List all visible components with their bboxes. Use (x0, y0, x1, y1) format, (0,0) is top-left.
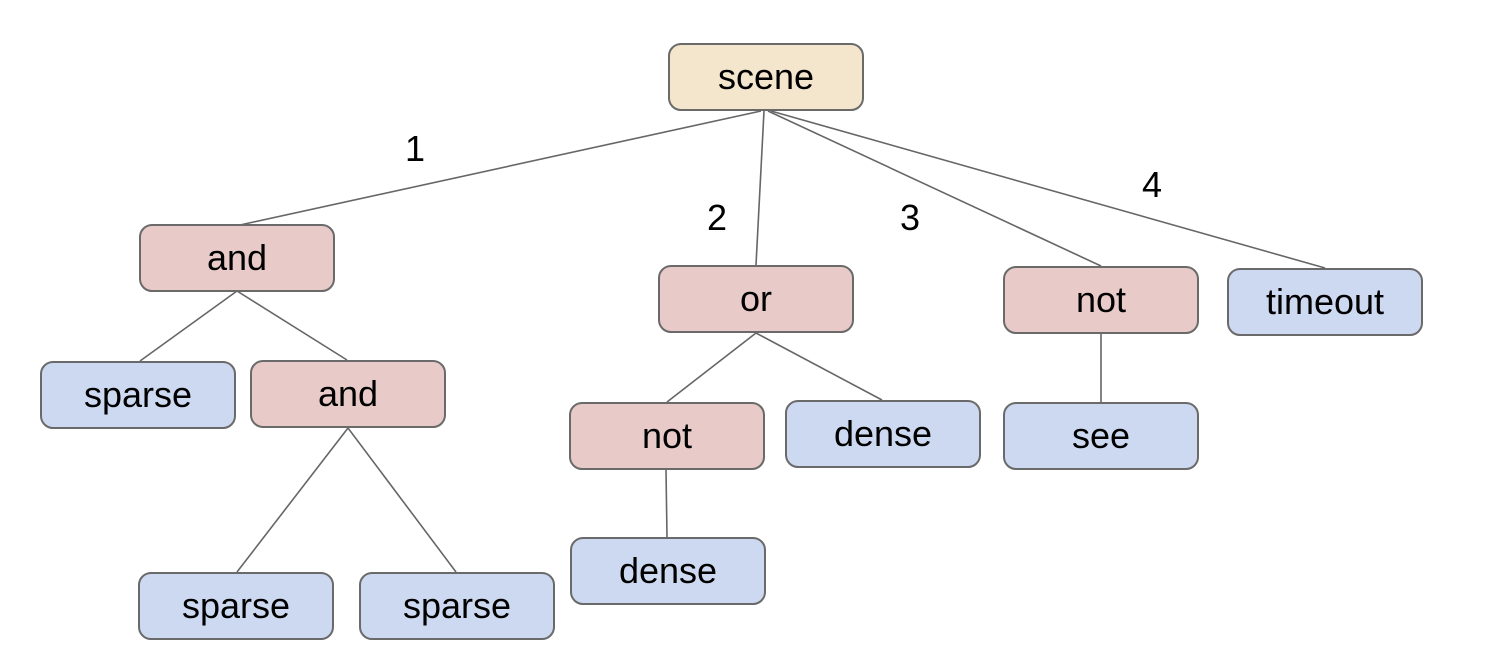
node-timeout-1: timeout (1227, 268, 1423, 336)
edge-and-2-to-sparse-2 (236, 427, 349, 573)
edge-label-2: 2 (707, 197, 727, 238)
edge-and-1-to-and-2 (236, 290, 348, 361)
node-not-2: not (569, 402, 765, 470)
edge-scene-to-or-1 (755, 110, 765, 266)
edge-and-2-to-sparse-3 (347, 427, 457, 573)
node-and-1: and (139, 224, 335, 292)
edge-or-1-to-not-2 (666, 332, 757, 403)
edge-scene-to-timeout-1 (770, 110, 1326, 269)
node-sparse-1: sparse (40, 361, 236, 429)
edge-or-1-to-dense-1 (755, 332, 883, 401)
edge-and-1-to-sparse-1 (139, 290, 238, 362)
node-see-1: see (1003, 402, 1199, 470)
node-sparse-2: sparse (138, 572, 334, 640)
node-and-2: and (250, 360, 446, 428)
edge-scene-to-and-1 (239, 110, 762, 226)
edge-scene-to-not-1 (767, 110, 1102, 267)
node-scene: scene (668, 43, 864, 111)
edge-label-3: 3 (900, 197, 920, 238)
edge-label-4: 4 (1142, 164, 1162, 205)
edge-not-2-to-dense-2 (665, 469, 668, 538)
edge-label-1: 1 (405, 128, 425, 169)
node-sparse-3: sparse (359, 572, 555, 640)
node-dense-1: dense (785, 400, 981, 468)
node-not-1: not (1003, 266, 1199, 334)
node-or-1: or (658, 265, 854, 333)
node-dense-2: dense (570, 537, 766, 605)
